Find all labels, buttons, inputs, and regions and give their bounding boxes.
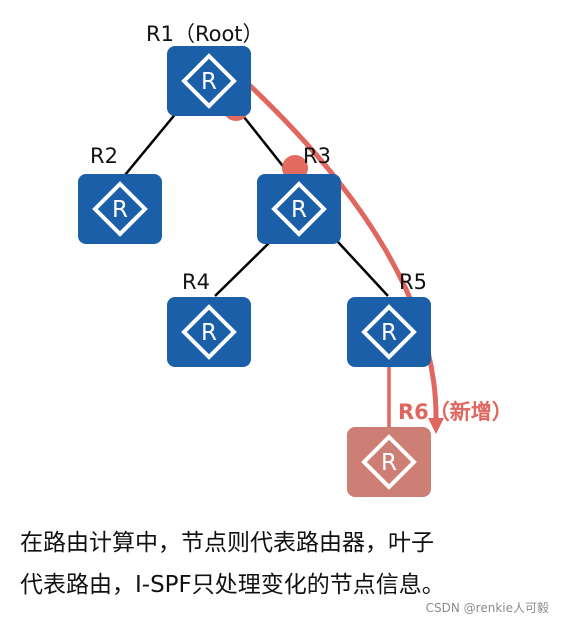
router-icon: R xyxy=(181,53,237,109)
watermark: CSDN @renkie人可毅 xyxy=(425,601,549,615)
router-r2: R xyxy=(78,174,162,244)
svg-text:R: R xyxy=(381,450,397,476)
svg-text:R: R xyxy=(112,197,128,223)
spf-traversal-arrow xyxy=(242,78,439,421)
router-r1: R xyxy=(167,46,251,116)
router-r3: R xyxy=(257,174,341,244)
router-icon: R xyxy=(92,181,148,237)
edge-r1-r3 xyxy=(239,111,291,176)
router-r6: R xyxy=(347,427,431,497)
caption-line-2: 代表路由，I-SPF只处理变化的节点信息。 xyxy=(20,572,445,598)
edge-r3-r5 xyxy=(337,241,389,297)
edge-r3-r4 xyxy=(214,241,271,297)
router-icon: R xyxy=(271,181,327,237)
label-r5: R5 xyxy=(399,270,427,294)
arrow-head xyxy=(428,418,444,434)
router-icon: R xyxy=(361,434,417,490)
label-r1: R1（Root） xyxy=(146,22,264,46)
label-r3: R3 xyxy=(303,144,331,168)
router-r5: R xyxy=(347,297,431,367)
svg-text:R: R xyxy=(381,320,397,346)
svg-text:R: R xyxy=(201,69,217,95)
label-r2: R2 xyxy=(90,144,118,168)
label-r4: R4 xyxy=(182,270,210,294)
svg-text:R: R xyxy=(291,197,307,223)
router-icon: R xyxy=(361,304,417,360)
router-icon: R xyxy=(181,304,237,360)
edge-r1-r2 xyxy=(124,111,178,176)
router-r4: R xyxy=(167,297,251,367)
caption-line-1: 在路由计算中，节点则代表路由器，叶子 xyxy=(20,530,434,556)
label-r6-new: R6（新增） xyxy=(398,400,513,424)
svg-text:R: R xyxy=(201,320,217,346)
